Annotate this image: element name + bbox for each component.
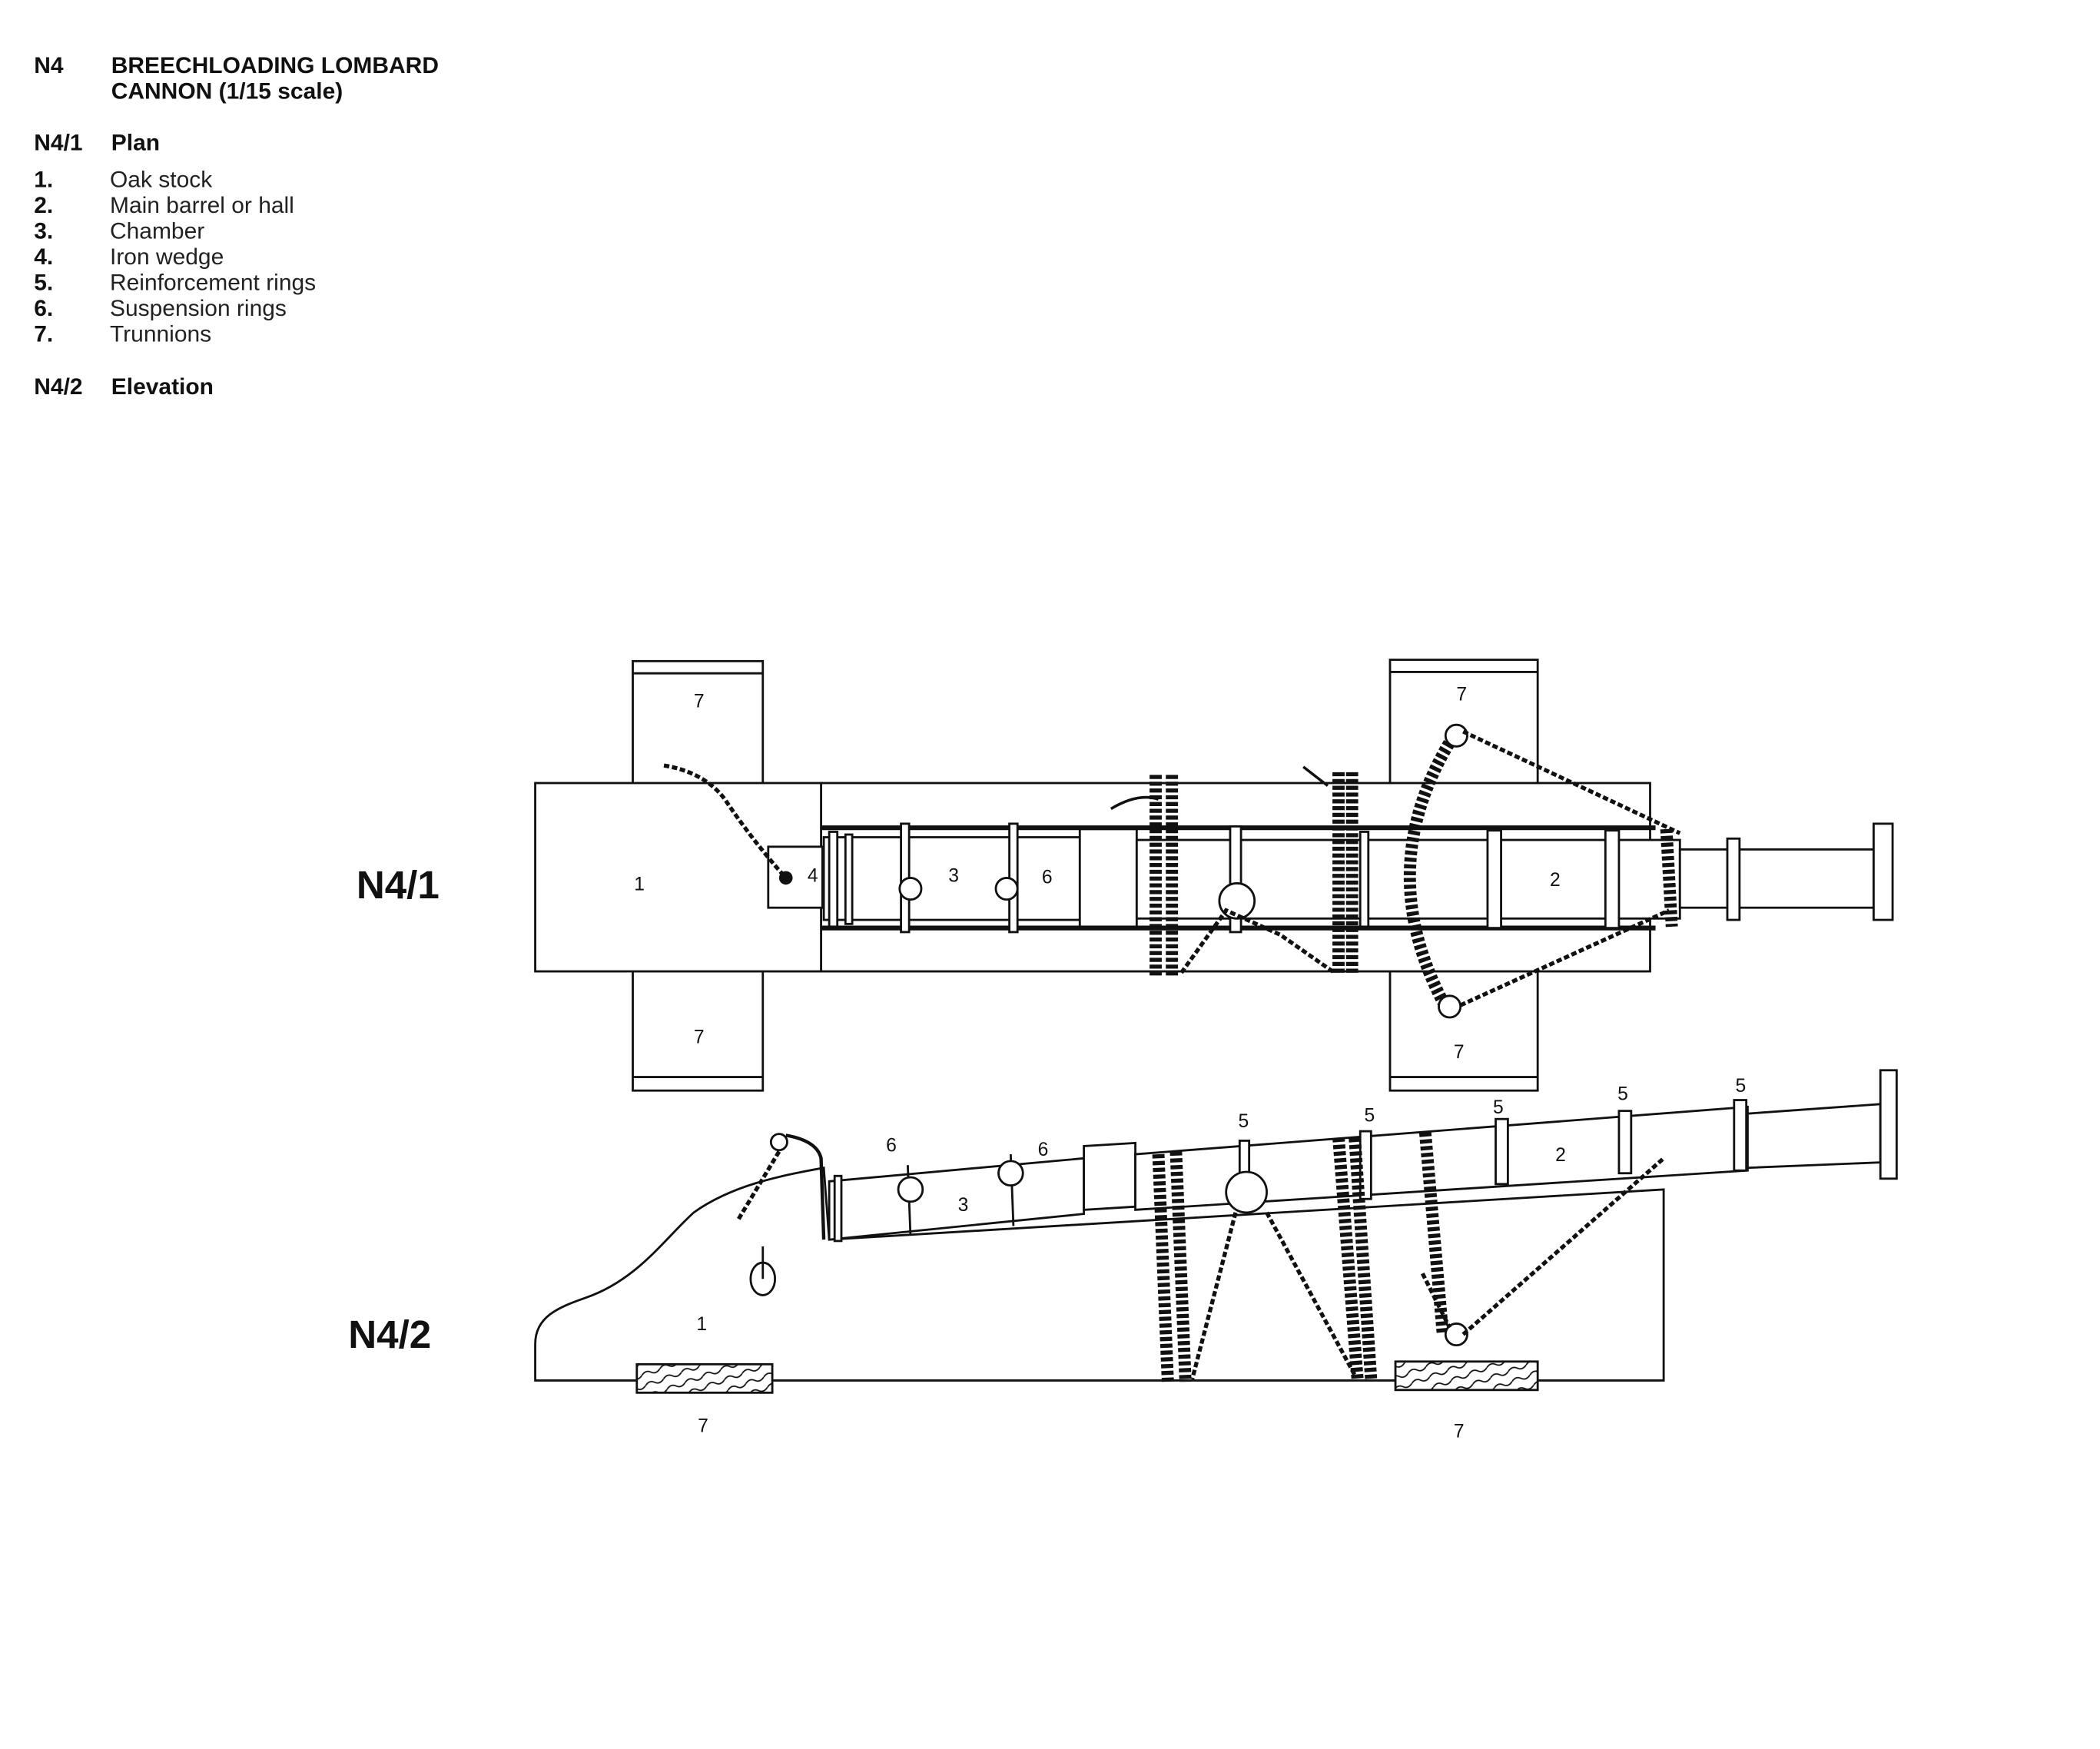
section-code-elevation: N4/2 bbox=[34, 374, 82, 400]
legend-label: Chamber bbox=[110, 218, 204, 244]
rope-lashings-side bbox=[1152, 1132, 1665, 1382]
figure-title-line2: CANNON (1/15 scale) bbox=[111, 79, 343, 105]
muzzle-side bbox=[1747, 1103, 1882, 1170]
elevation-figure-label: N4/2 bbox=[348, 1313, 431, 1356]
suspension-ring-icon bbox=[994, 876, 1019, 901]
suspension-ring-icon bbox=[897, 1176, 924, 1203]
rope-lashings bbox=[1110, 723, 1681, 1019]
trunnion-right-bottom bbox=[1388, 968, 1539, 1092]
legend-num: 5. bbox=[34, 270, 53, 295]
suspension-ring-icon bbox=[1225, 1170, 1268, 1214]
wedge-chain-side bbox=[736, 1150, 781, 1221]
breech-hook bbox=[785, 1133, 826, 1240]
callout-trunnion: 7 bbox=[1454, 1042, 1465, 1063]
trunnion-left-bottom bbox=[632, 968, 765, 1092]
callout-trunnion: 7 bbox=[694, 1027, 705, 1047]
legend-label: Suspension rings bbox=[110, 296, 287, 321]
legend-num: 4. bbox=[34, 244, 53, 270]
trunnion-side-right bbox=[1394, 1360, 1539, 1392]
main-barrel-side bbox=[1134, 1105, 1749, 1211]
legend-num: 6. bbox=[34, 296, 53, 321]
trunnion-left-top bbox=[632, 659, 765, 787]
section-label-plan: Plan bbox=[111, 131, 160, 156]
wedge-chain bbox=[663, 763, 788, 880]
elevation-view: N4/2 bbox=[348, 1069, 1898, 1442]
callout-suspension-ring: 6 bbox=[1038, 1140, 1049, 1160]
muzzle-flare-side bbox=[1879, 1069, 1898, 1180]
legend-num: 2. bbox=[34, 193, 53, 218]
muzzle bbox=[1678, 848, 1875, 909]
callout-reinforcement-ring: 5 bbox=[1617, 1084, 1628, 1105]
oak-stock-side bbox=[534, 1167, 1665, 1382]
callout-trunnion: 7 bbox=[698, 1415, 708, 1436]
trunnion-side-left bbox=[635, 1362, 774, 1394]
callout-reinforcement-ring: 5 bbox=[1365, 1106, 1375, 1127]
plan-figure-label: N4/1 bbox=[357, 863, 440, 907]
callout-trunnion: 7 bbox=[1456, 684, 1467, 705]
callout-chamber: 3 bbox=[958, 1195, 969, 1216]
suspension-ring-icon bbox=[898, 876, 923, 901]
caption-block: N4 BREECHLOADING LOMBARD CANNON (1/15 sc… bbox=[34, 53, 439, 400]
legend-label: Reinforcement rings bbox=[110, 270, 316, 295]
section-code-plan: N4/1 bbox=[34, 131, 82, 156]
callout-oak-stock: 1 bbox=[634, 874, 645, 894]
legend-num: 1. bbox=[34, 167, 53, 192]
callout-suspension-ring: 6 bbox=[1042, 867, 1053, 888]
legend-label: Iron wedge bbox=[110, 244, 224, 270]
callout-trunnion: 7 bbox=[1454, 1422, 1465, 1442]
suspension-ring-icon bbox=[997, 1160, 1024, 1187]
legend-num: 7. bbox=[34, 321, 53, 347]
callout-oak-stock: 1 bbox=[696, 1314, 707, 1335]
callout-suspension-ring: 6 bbox=[886, 1136, 897, 1157]
legend-list: 1. Oak stock 2. Main barrel or hall 3. C… bbox=[34, 167, 316, 347]
callout-main-barrel: 2 bbox=[1550, 870, 1561, 891]
callout-reinforcement-ring: 5 bbox=[1736, 1076, 1747, 1097]
callout-iron-wedge: 4 bbox=[808, 866, 818, 887]
figure-title-line1: BREECHLOADING LOMBARD bbox=[111, 53, 439, 78]
legend-label: Oak stock bbox=[110, 167, 213, 192]
muzzle-flare bbox=[1872, 822, 1894, 921]
callout-chamber: 3 bbox=[948, 866, 959, 887]
callout-reinforcement-ring: 5 bbox=[1239, 1111, 1249, 1132]
chamber-collar bbox=[1078, 828, 1138, 928]
chamber bbox=[822, 836, 1083, 921]
barrel-rings bbox=[828, 822, 1741, 934]
plan-view: N4/1 bbox=[357, 659, 1894, 1092]
legend-label: Trunnions bbox=[110, 321, 211, 347]
trunnion-right-top bbox=[1388, 659, 1539, 786]
callout-reinforcement-ring: 5 bbox=[1493, 1097, 1504, 1118]
hook-eye-icon bbox=[769, 1133, 788, 1152]
section-label-elevation: Elevation bbox=[111, 374, 214, 400]
callout-main-barrel: 2 bbox=[1555, 1145, 1566, 1166]
legend-num: 3. bbox=[34, 218, 53, 244]
legend-label: Main barrel or hall bbox=[110, 193, 294, 218]
iron-wedge bbox=[767, 845, 824, 909]
chamber-collar-side bbox=[1083, 1141, 1136, 1211]
figure-code: N4 bbox=[34, 53, 64, 78]
callout-trunnion: 7 bbox=[694, 691, 705, 712]
